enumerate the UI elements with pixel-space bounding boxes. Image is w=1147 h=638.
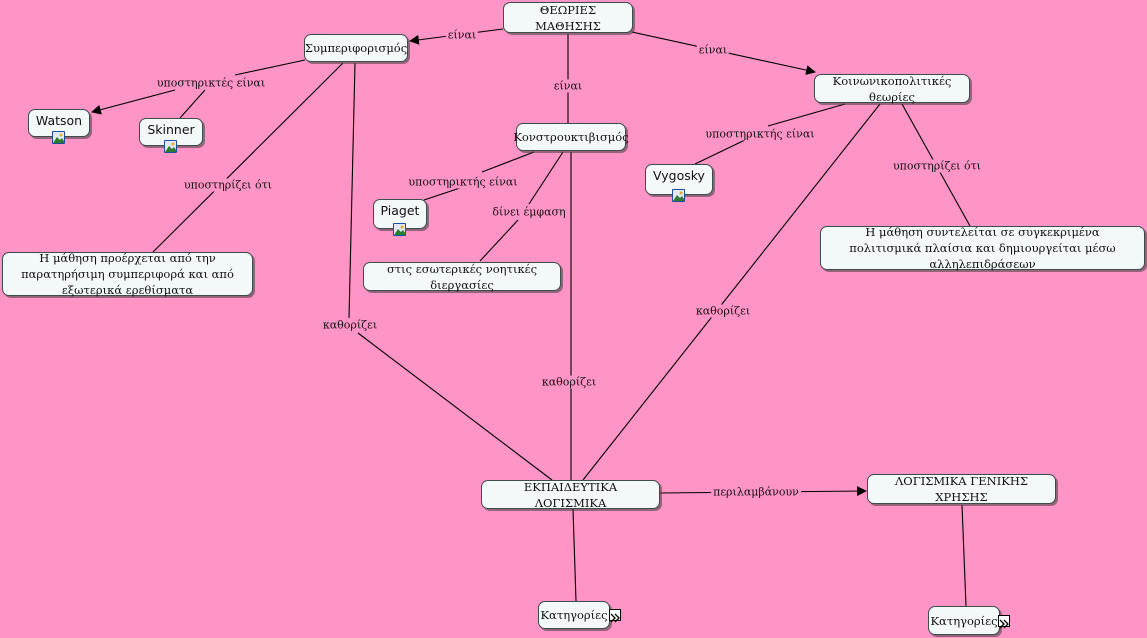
link-label-determines-constructivism[interactable]: καθορίζει [539, 375, 599, 389]
image-attachment-icon-watson[interactable] [52, 131, 65, 144]
link-label-are-constructivism[interactable]: είναι [551, 79, 585, 93]
edge-sociocultural-vygosky-b [694, 139, 746, 165]
link-label-are-behaviorism[interactable]: είναι [445, 28, 479, 42]
edge-sociocultural-software [582, 103, 881, 481]
node-constructivism[interactable]: Κονστρουκτιβισμός [513, 123, 629, 151]
edge-behaviorism-software-a [348, 62, 356, 319]
link-label-determines-sociocultural[interactable]: καθορίζει [693, 304, 753, 318]
expand-submap-icon-general[interactable] [998, 615, 1010, 629]
edge-constructivism-piaget-b [423, 187, 461, 201]
image-attachment-icon-vygosky[interactable] [672, 189, 685, 202]
edge-supporters-skinner [179, 89, 206, 119]
node-vygosky[interactable]: Vygosky [645, 164, 713, 195]
expand-submap-icon-educational[interactable] [609, 609, 621, 623]
node-learning-theories[interactable]: ΘΕΩΡΙΕΣ ΜΑΘΗΣΗΣ [503, 2, 633, 33]
node-educational-software[interactable]: ΕΚΠΑΙΔΕΥΤΙΚΑ ΛΟΓΙΣΜΙΚΑ [481, 480, 660, 510]
link-label-supports-that-behaviorism[interactable]: υποστηρίζει ότι [182, 178, 274, 192]
edge-behaviorism-supporters [234, 59, 306, 76]
edge-general-categories [961, 504, 967, 607]
node-categories-educational[interactable]: Κατηγορίες [538, 601, 610, 629]
node-behaviorism-claim[interactable]: Η μάθηση προέρχεται από την παρατηρήσιμη… [2, 251, 253, 297]
link-label-supporter-piaget[interactable]: υποστηρικτής είναι [406, 175, 520, 189]
edge-constructivism-piaget-a [481, 151, 535, 173]
node-sociocultural-theories[interactable]: Κοινωνικοπολιτικές θεωρίες [814, 74, 970, 104]
node-sociocultural-claim[interactable]: Η μάθηση συντελείται σε συγκεκριμένα πολ… [820, 225, 1145, 271]
edge-behaviorism-software-b [357, 332, 553, 481]
edge-software-categories [572, 508, 577, 602]
link-label-supports-that-sociocultural[interactable]: υποστηρίζει ότι [891, 159, 983, 173]
edge-behaviorism-claim [152, 62, 344, 253]
node-behaviorism[interactable]: Συμπεριφορισμός [304, 34, 408, 62]
link-label-supporter-vygosky[interactable]: υποστηρικτής είναι [703, 127, 817, 141]
edge-emphasis-inner [479, 219, 519, 262]
link-label-determines-behaviorism[interactable]: καθορίζει [320, 318, 380, 332]
link-label-include[interactable]: περιλαμβάνουν [711, 485, 801, 499]
node-general-purpose-software[interactable]: ΛΟΓΙΣΜΙΚΑ ΓΕΝΙΚΗΣ ΧΡΗΣΗΣ [867, 474, 1056, 504]
link-label-are-sociocultural[interactable]: είναι [696, 43, 730, 57]
edge-constructivism-emphasis [528, 151, 564, 205]
image-attachment-icon-piaget[interactable] [393, 223, 406, 236]
edge-sociocultural-vygosky-a [767, 103, 846, 127]
node-inner-mental-processes[interactable]: στις εσωτερικές νοητικές διεργασίες [363, 262, 561, 292]
link-label-supporters-behaviorism[interactable]: υποστηρικτές είναι [154, 76, 268, 90]
edge-supporters-watson [91, 89, 176, 115]
node-categories-general[interactable]: Κατηγορίες [928, 606, 1000, 635]
image-attachment-icon-skinner[interactable] [164, 140, 177, 153]
link-label-emphasizes[interactable]: δίνει έμφαση [490, 205, 568, 219]
